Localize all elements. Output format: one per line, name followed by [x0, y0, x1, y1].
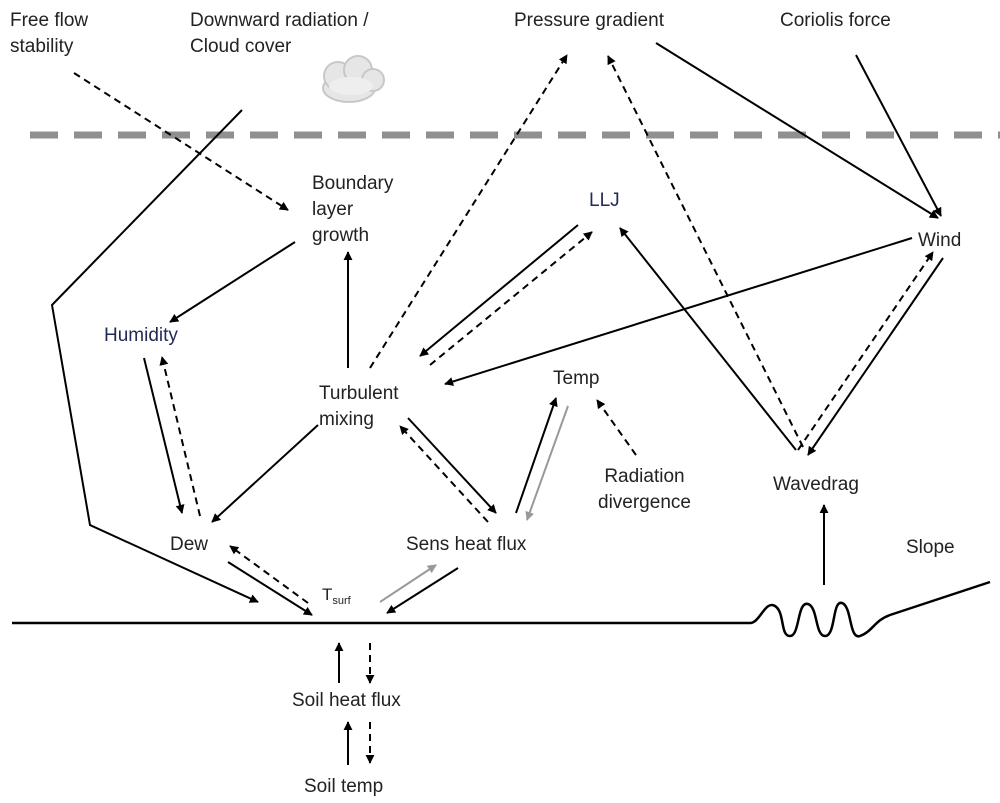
arrow-shf-to-mixing	[399, 425, 489, 523]
arrow-dew-to-tsurf	[227, 561, 313, 616]
label-wind: Wind	[918, 230, 962, 251]
arrow-llj-to-mixing	[419, 224, 579, 357]
gray-arrows	[379, 405, 569, 603]
label-radiation-divergence: Radiation divergence	[598, 466, 691, 513]
arrow-wavedrag-to-pressure	[607, 55, 804, 448]
arrow-wind-to-mixing	[444, 237, 913, 386]
label-sens-heat-flux: Sens heat flux	[406, 534, 527, 555]
arrow-temp-to-shf	[525, 405, 569, 521]
label-dew: Dew	[170, 534, 209, 555]
arrow-tsurf-to-shf	[379, 564, 437, 603]
arrow-dew-to-humidity	[159, 356, 201, 517]
label-llj: LLJ	[589, 190, 620, 211]
label-t-surf: Tsurf	[322, 585, 351, 607]
label-soil-temp: Soil temp	[304, 776, 384, 797]
label-pressure-gradient: Pressure gradient	[514, 10, 664, 31]
arrow-humidity-to-dew	[143, 357, 185, 514]
label-downward-radiation: Downward radiation / Cloud cover	[190, 10, 369, 57]
label-boundary-layer-growth: Boundary layer growth	[312, 173, 394, 246]
ground-line	[12, 580, 991, 638]
arrow-mixing-to-llj	[429, 231, 593, 366]
arrow-radiation-to-temp	[596, 399, 637, 456]
label-slope: Slope	[906, 537, 955, 558]
arrow-mixing-to-shf	[407, 417, 497, 514]
arrow-shf-to-temp	[515, 397, 558, 514]
arrow-freeflow-to-blg	[73, 72, 289, 211]
arrow-wind-to-wavedrag	[807, 257, 944, 456]
cloud-icon	[322, 55, 385, 103]
arrow-blg-to-humidity	[169, 241, 296, 323]
label-free-flow-stability: Free flow stability	[10, 10, 89, 57]
label-temp: Temp	[553, 368, 600, 389]
label-coriolis-force: Coriolis force	[780, 10, 891, 31]
label-soil-heat-flux: Soil heat flux	[292, 690, 401, 711]
dashed-arrows	[73, 54, 934, 764]
arrow-tsurf-to-dew	[229, 545, 309, 604]
arrow-mixing-to-dew	[211, 424, 319, 523]
solid-arrows	[50, 42, 944, 765]
arrow-downward-radiation-to-tsurf	[50, 109, 259, 603]
label-wavedrag: Wavedrag	[773, 474, 859, 495]
label-humidity: Humidity	[104, 325, 178, 346]
arrow-mixing-to-pressure	[369, 54, 568, 369]
arrow-wavedrag-to-llj	[619, 227, 797, 451]
label-turbulent-mixing: Turbulent mixing	[319, 383, 399, 430]
arrow-pressure-to-wind	[655, 42, 939, 219]
arrow-shf-to-tsurf	[386, 567, 459, 614]
arrow-wavedrag-to-wind	[797, 251, 934, 451]
arrow-coriolis-to-wind	[855, 54, 942, 217]
